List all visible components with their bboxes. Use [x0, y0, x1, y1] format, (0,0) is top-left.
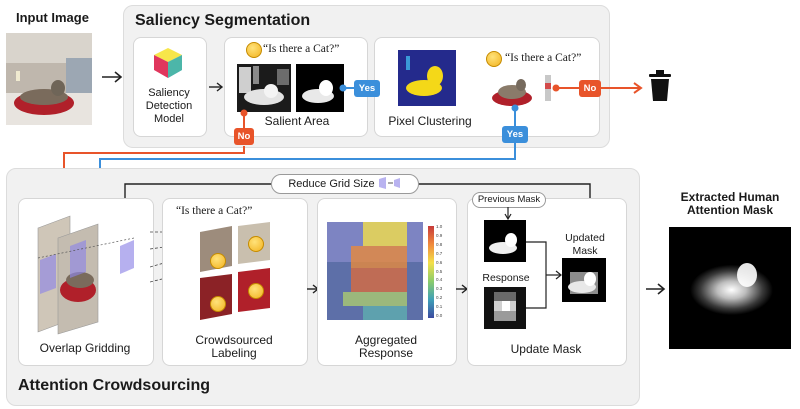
salient-question: “Is there a Cat?” — [263, 43, 340, 55]
merge-lines — [526, 241, 562, 309]
thinking-emoji-icon — [210, 296, 226, 312]
yes-badge-salient: Yes — [354, 80, 380, 97]
pixel-question: “Is there a Cat?” — [505, 52, 582, 64]
reduce-grid-size-pill: Reduce Grid Size — [271, 174, 419, 194]
no-badge-salient: No — [234, 128, 254, 145]
colorbar-tick: 0.7 — [436, 250, 443, 256]
arrow-icon — [504, 207, 512, 220]
arrow-icon — [102, 71, 123, 83]
labeling-question: “Is there a Cat?” — [176, 205, 253, 217]
salient-gray-map — [237, 64, 291, 112]
grid-shrink-icon — [378, 177, 400, 189]
overlap-grid-image — [30, 210, 140, 335]
no-badge-pixel: No — [579, 80, 601, 97]
colorbar-tick: 0.9 — [436, 232, 443, 238]
previous-mask-pill: Previous Mask — [472, 192, 546, 208]
aggregated-heatmap — [327, 222, 423, 320]
colorbar — [428, 226, 434, 318]
salient-area-label: Salient Area — [264, 114, 330, 128]
colorbar-tick: 0.4 — [436, 277, 443, 283]
colorbar-tick: 0.0 — [436, 313, 443, 319]
arrow-icon — [646, 283, 666, 295]
thinking-emoji-icon — [248, 283, 264, 299]
updated-mask-image — [562, 258, 606, 302]
thinking-emoji-icon — [486, 51, 502, 67]
pixel-segment-cat — [490, 75, 534, 107]
saliency-model-label: Saliency Detection Model — [145, 87, 193, 125]
output-title: Extracted Human Attention Mask — [680, 190, 780, 217]
yes-badge-pixel: Yes — [502, 126, 528, 143]
salient-binary-map — [296, 64, 344, 112]
arrow-icon — [209, 82, 224, 92]
saliency-title: Saliency Segmentation — [135, 12, 311, 29]
thinking-emoji-icon — [248, 236, 264, 252]
response-label: Response — [482, 272, 530, 284]
response-image — [484, 287, 526, 329]
input-image-title: Input Image — [16, 10, 89, 25]
colorbar-ticks: 1.0 0.9 0.8 0.7 0.6 0.5 0.4 0.3 0.2 0.1 … — [436, 223, 450, 321]
labeling-thumbnails — [196, 222, 276, 322]
thinking-emoji-icon — [210, 253, 226, 269]
updated-mask-label: Updated Mask — [565, 232, 605, 257]
colorbar-tick: 0.8 — [436, 241, 443, 247]
thinking-emoji-icon — [246, 42, 262, 58]
pixel-cluster-map — [398, 50, 456, 106]
colorbar-tick: 1.0 — [436, 224, 443, 229]
reduce-grid-size-label: Reduce Grid Size — [288, 178, 375, 190]
overlap-gridding-label: Overlap Gridding — [39, 341, 131, 355]
previous-mask-image — [484, 220, 526, 262]
crowdsourced-labeling-card — [162, 198, 308, 366]
colorbar-tick: 0.3 — [436, 286, 443, 292]
input-image — [6, 33, 92, 125]
crowdsourcing-title: Attention Crowdsourcing — [18, 377, 210, 394]
colorbar-tick: 0.1 — [436, 304, 443, 310]
cube-icon — [154, 48, 182, 78]
crowdsourced-labeling-label: Crowdsourced Labeling — [195, 333, 273, 360]
colorbar-tick: 0.5 — [436, 268, 443, 274]
extracted-attention-mask — [669, 227, 791, 349]
colorbar-tick: 0.6 — [436, 259, 443, 265]
trash-can-icon — [649, 70, 671, 101]
colorbar-tick: 0.2 — [436, 295, 443, 301]
update-mask-label: Update Mask — [510, 342, 582, 356]
pixel-segment-bottle — [544, 75, 552, 101]
aggregated-response-label: Aggregated Response — [354, 333, 418, 360]
pixel-clustering-label: Pixel Clustering — [388, 114, 472, 128]
